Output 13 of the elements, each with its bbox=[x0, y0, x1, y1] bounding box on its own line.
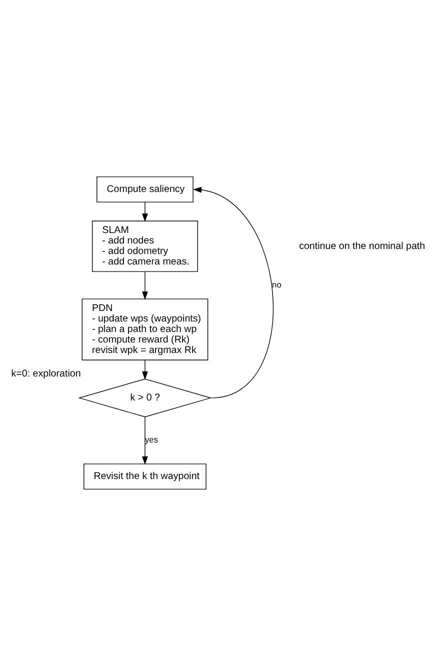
node-diamond: k > 0 ? bbox=[78, 378, 212, 418]
arrow bbox=[142, 271, 148, 300]
arrow bbox=[142, 360, 148, 380]
arrow bbox=[142, 202, 148, 222]
arrow bbox=[193, 186, 274, 398]
node-box: Compute saliency bbox=[96, 176, 194, 202]
node-box: PDN - update wps (waypoints) - plan a path to each wp - compute reward (Rk) revisit wpk = argmax Rk bbox=[82, 298, 208, 360]
node-box: Revisit the k th waypoint bbox=[84, 464, 206, 490]
node-label: k=0: exploration bbox=[11, 368, 81, 380]
arrow bbox=[142, 416, 148, 465]
node-box: SLAM - add nodes - add odometry - add camera meas. bbox=[92, 220, 198, 272]
label: continue on the nominal path bbox=[299, 240, 426, 252]
edge-label: no bbox=[272, 279, 282, 290]
